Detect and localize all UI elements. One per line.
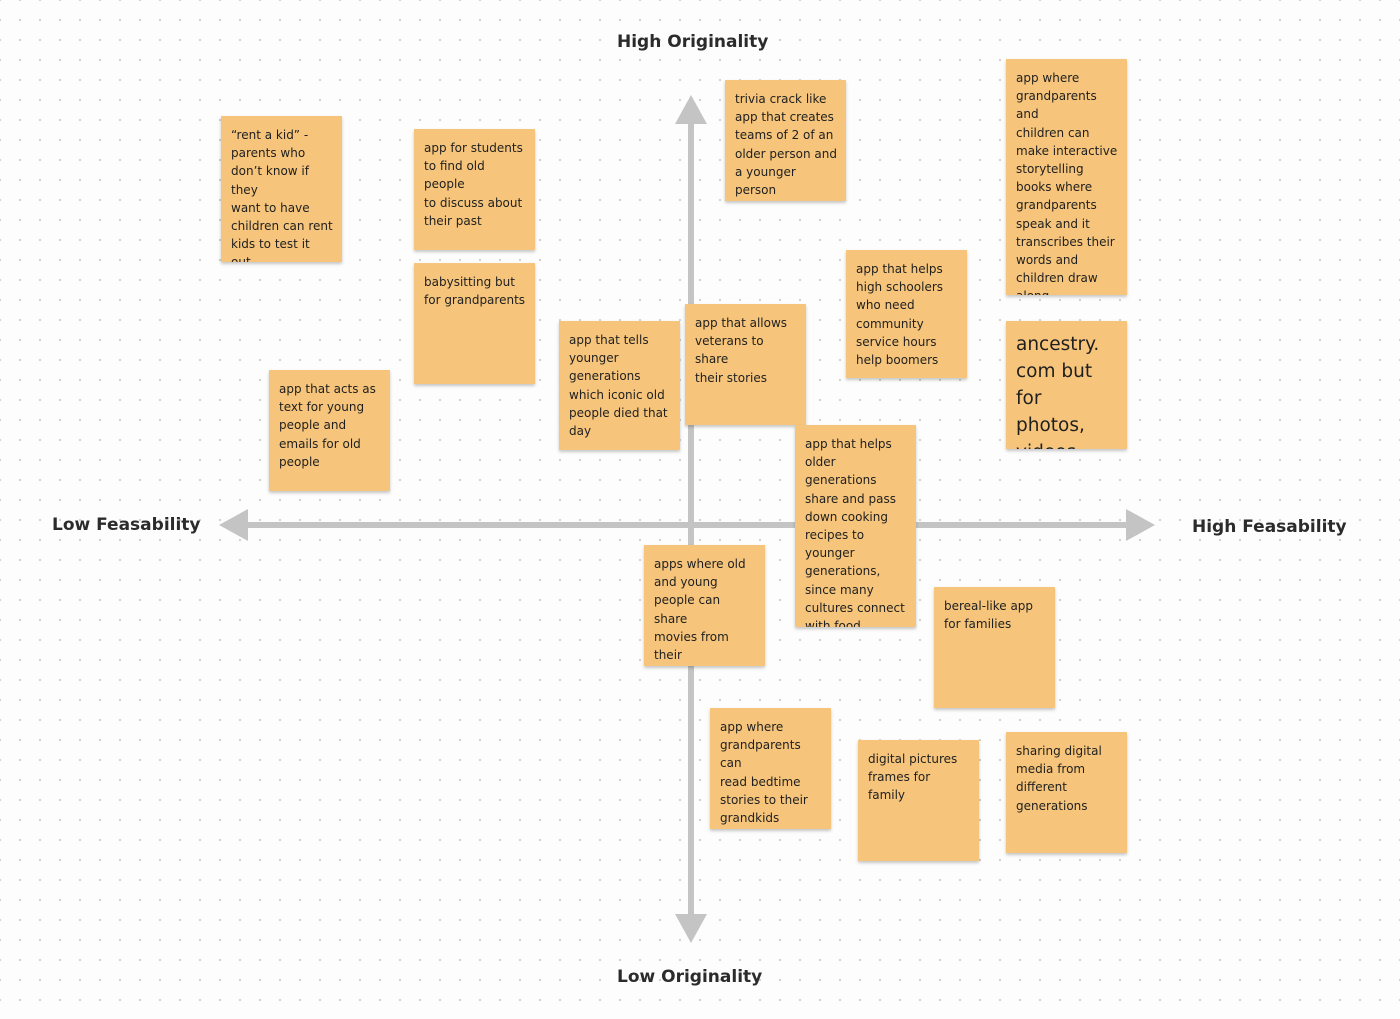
sticky-note-text: bereal-like app for families [944, 599, 1034, 632]
arrow-down-icon [675, 914, 707, 943]
sticky-note-high-schoolers[interactable]: app that helps high schoolers who need c… [846, 250, 967, 378]
sticky-note-ancestry[interactable]: ancestry. com but for photos, videos, et… [1006, 321, 1127, 449]
sticky-note-digital-frames[interactable]: digital pictures frames for family [858, 740, 979, 861]
sticky-note-cooking-recipes[interactable]: app that helps older generations share a… [795, 425, 916, 627]
sticky-note-text: app that allows veterans to share their … [695, 316, 788, 385]
sticky-note-babysitting[interactable]: babysitting but for grandparents [414, 263, 535, 384]
vertical-axis [675, 95, 707, 943]
sticky-note-text: trivia crack like app that creates teams… [735, 92, 837, 198]
sticky-note-text: app that helps high schoolers who need c… [856, 262, 944, 368]
sticky-note-text: app that tells younger generations which… [569, 333, 668, 439]
axis-label-low-originality: Low Originality [617, 967, 763, 987]
sticky-note-text: app for students to find old people to d… [424, 141, 523, 228]
sticky-note-text: app where grandparents and children can … [1016, 71, 1118, 295]
sticky-note-bedtime-stories[interactable]: app where grandparents can read bedtime … [710, 708, 831, 829]
sticky-note-text: digital pictures frames for family [868, 752, 958, 803]
sticky-note-storytelling[interactable]: app where grandparents and children can … [1006, 59, 1127, 295]
sticky-note-movies[interactable]: apps where old and young people can shar… [644, 545, 765, 666]
axis-label-high-feasability: High Feasability [1192, 517, 1347, 537]
sticky-note-text: app that acts as text for young people a… [279, 382, 376, 469]
sticky-note-bereal[interactable]: bereal-like app for families [934, 587, 1055, 708]
sticky-note-sharing-media[interactable]: sharing digital media from different gen… [1006, 732, 1127, 853]
sticky-note-text: “rent a kid” - parents who don’t know if… [231, 128, 333, 262]
horizontal-axis [219, 509, 1155, 541]
axis-label-high-originality: High Originality [617, 32, 769, 52]
arrow-up-icon [675, 95, 707, 124]
arrow-left-icon [219, 509, 248, 541]
sticky-note-rent-a-kid[interactable]: “rent a kid” - parents who don’t know if… [221, 116, 342, 262]
axis-label-low-feasability: Low Feasability [52, 515, 201, 535]
sticky-note-text-and-emails[interactable]: app that acts as text for young people a… [269, 370, 390, 491]
sticky-note-students-old-people[interactable]: app for students to find old people to d… [414, 129, 535, 250]
sticky-note-veterans[interactable]: app that allows veterans to share their … [685, 304, 806, 425]
sticky-note-text: sharing digital media from different gen… [1016, 744, 1102, 813]
sticky-note-iconic-old-people[interactable]: app that tells younger generations which… [559, 321, 680, 450]
sticky-note-text: ancestry. com but for photos, videos, et… [1016, 334, 1100, 449]
arrow-right-icon [1126, 509, 1155, 541]
sticky-note-text: apps where old and young people can shar… [654, 557, 746, 663]
sticky-note-text: app where grandparents can read bedtime … [720, 720, 808, 826]
sticky-note-text: app that helps older generations share a… [805, 437, 905, 627]
sticky-note-text: babysitting but for grandparents [424, 275, 526, 308]
sticky-note-trivia-crack[interactable]: trivia crack like app that creates teams… [725, 80, 846, 201]
